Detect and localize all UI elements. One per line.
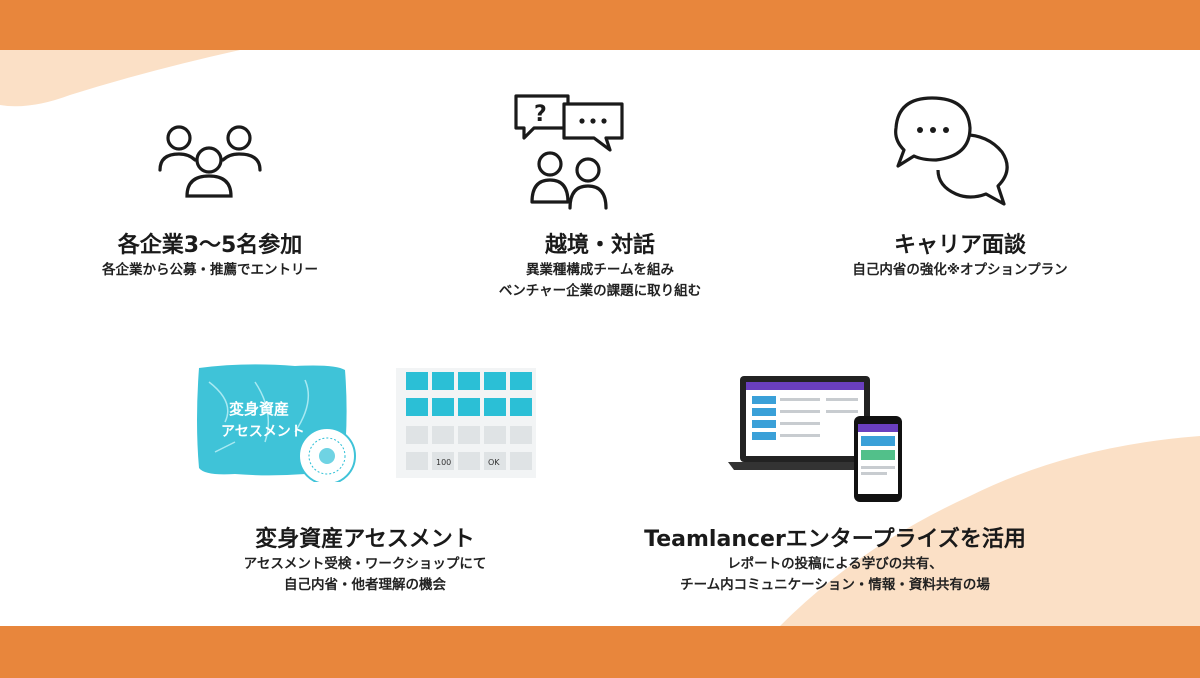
feature-desc: 異業種構成チームを組み	[525, 262, 675, 278]
feature-title: 変身資産アセスメント	[255, 527, 475, 552]
grid-label: 100	[436, 458, 451, 467]
top-left-decoration	[0, 50, 240, 107]
grid-label: OK	[488, 458, 500, 467]
feature-desc: レポートの投稿による学びの共有、	[727, 556, 943, 572]
feature-assessment: 変身資産アセスメント アセスメント受検・ワークショップにて 自己内省・他者理解の…	[195, 526, 535, 596]
feature-desc: チーム内コミュニケーション・情報・資料共有の場	[680, 577, 990, 593]
assessment-book-image: 変身資産 アセスメント	[197, 364, 356, 482]
feature-title: キャリア面談	[893, 233, 1026, 258]
feature-title: Teamlancerエンタープライズを活用	[644, 527, 1026, 552]
feature-desc: アセスメント受検・ワークショップにて	[243, 556, 487, 572]
feature-participants: 各企業3〜5名参加 各企業から公募・推薦でエントリー	[60, 232, 360, 281]
chat-bubbles-icon	[894, 96, 1009, 206]
assessment-grid-image: 100 OK	[396, 368, 536, 478]
group-people-icon	[158, 125, 262, 198]
assessment-line2: アセスメント	[221, 424, 305, 440]
feature-career-interview: キャリア面談 自己内省の強化※オプションプラン	[810, 232, 1110, 281]
feature-desc: ベンチャー企業の課題に取り組む	[498, 283, 702, 299]
feature-title: 越境・対話	[544, 233, 655, 258]
bottom-right-decoration	[780, 436, 1200, 626]
feature-cross-border: 越境・対話 異業種構成チームを組み ベンチャー企業の課題に取り組む	[425, 232, 775, 302]
feature-title: 各企業3〜5名参加	[117, 233, 303, 258]
feature-desc: 各企業から公募・推薦でエントリー	[102, 262, 318, 278]
assessment-line1: 変身資産	[229, 400, 289, 418]
devices-image	[728, 376, 902, 502]
svg-text:?: ?	[534, 102, 547, 127]
top-band	[0, 0, 1200, 50]
feature-teamlancer: Teamlancerエンタープライズを活用 レポートの投稿による学びの共有、 チ…	[590, 526, 1080, 596]
bottom-band	[0, 626, 1200, 678]
feature-desc: 自己内省の強化※オプションプラン	[852, 262, 1068, 278]
dialogue-icon: ?	[514, 94, 624, 210]
feature-desc: 自己内省・他者理解の機会	[284, 577, 446, 593]
